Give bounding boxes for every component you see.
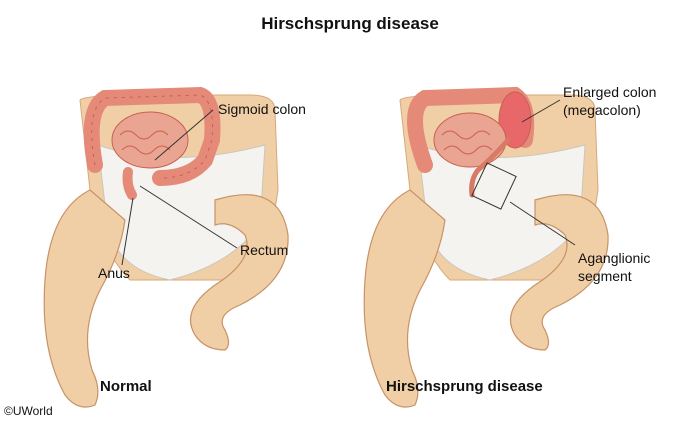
normal-baby-figure [43, 86, 289, 408]
caption-disease: Hirschsprung disease [386, 378, 543, 395]
label-sigmoid-colon: Sigmoid colon [218, 101, 306, 117]
copyright: ©UWorld [4, 404, 53, 418]
leader-rectum [139, 185, 238, 249]
leader-megacolon [521, 99, 561, 123]
label-enlarged-colon: Enlarged colon [563, 84, 657, 100]
label-aganglionic: Aganglionic [578, 250, 651, 266]
disease-baby-figure [363, 86, 609, 408]
normal-colon [83, 86, 221, 200]
label-megacolon: (megacolon) [563, 102, 641, 118]
label-rectum: Rectum [240, 242, 289, 258]
label-segment: segment [578, 268, 632, 284]
aganglionic-bracket [471, 162, 517, 210]
leader-anus [121, 197, 134, 266]
label-anus: Anus [98, 265, 130, 281]
leader-aganglionic [509, 201, 576, 246]
caption-normal: Normal [100, 378, 152, 395]
figure-title: Hirschsprung disease [261, 14, 439, 33]
leader-sigmoid [154, 109, 214, 161]
